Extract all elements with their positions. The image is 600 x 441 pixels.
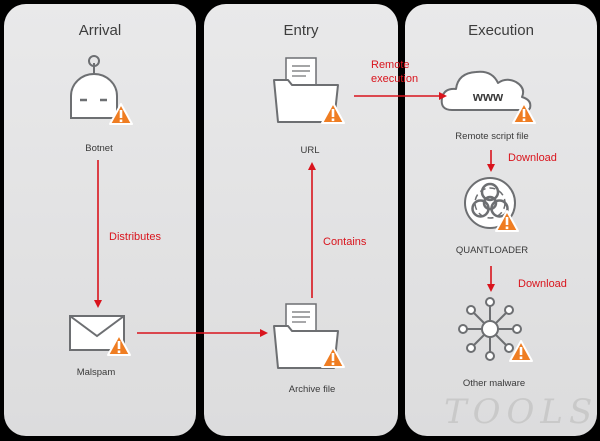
- contains-label: Contains: [323, 236, 367, 248]
- malspam-label: Malspam: [76, 367, 116, 378]
- cloud-icon: www: [440, 70, 532, 112]
- tools-watermark: TOOLS: [444, 392, 599, 432]
- network-icon: [458, 297, 522, 361]
- archive-folder-icon: [273, 303, 339, 369]
- remote-execution-label-1: Remote: [371, 59, 410, 71]
- execution-title: Execution: [468, 22, 534, 39]
- biohazard-icon: [464, 177, 516, 229]
- botnet-label: Botnet: [85, 143, 113, 154]
- www-text: www: [472, 89, 504, 104]
- distributes-label: Distributes: [109, 231, 161, 243]
- remote-execution-label-2: execution: [371, 73, 419, 85]
- download-label-2: Download: [518, 278, 567, 290]
- arrival-title: Arrival: [78, 22, 122, 39]
- folder-document-icon: [273, 57, 339, 123]
- archive-file-label: Archive file: [288, 384, 336, 395]
- other-malware-label: Other malware: [462, 378, 526, 389]
- download-label-1: Download: [508, 152, 557, 164]
- quantloader-label: QUANTLOADER: [455, 245, 529, 256]
- warning-icon: [509, 340, 533, 362]
- entry-title: Entry: [283, 22, 319, 39]
- robot-icon: [70, 55, 118, 119]
- url-label: URL: [300, 145, 320, 156]
- remote-script-label: Remote script file: [455, 131, 529, 142]
